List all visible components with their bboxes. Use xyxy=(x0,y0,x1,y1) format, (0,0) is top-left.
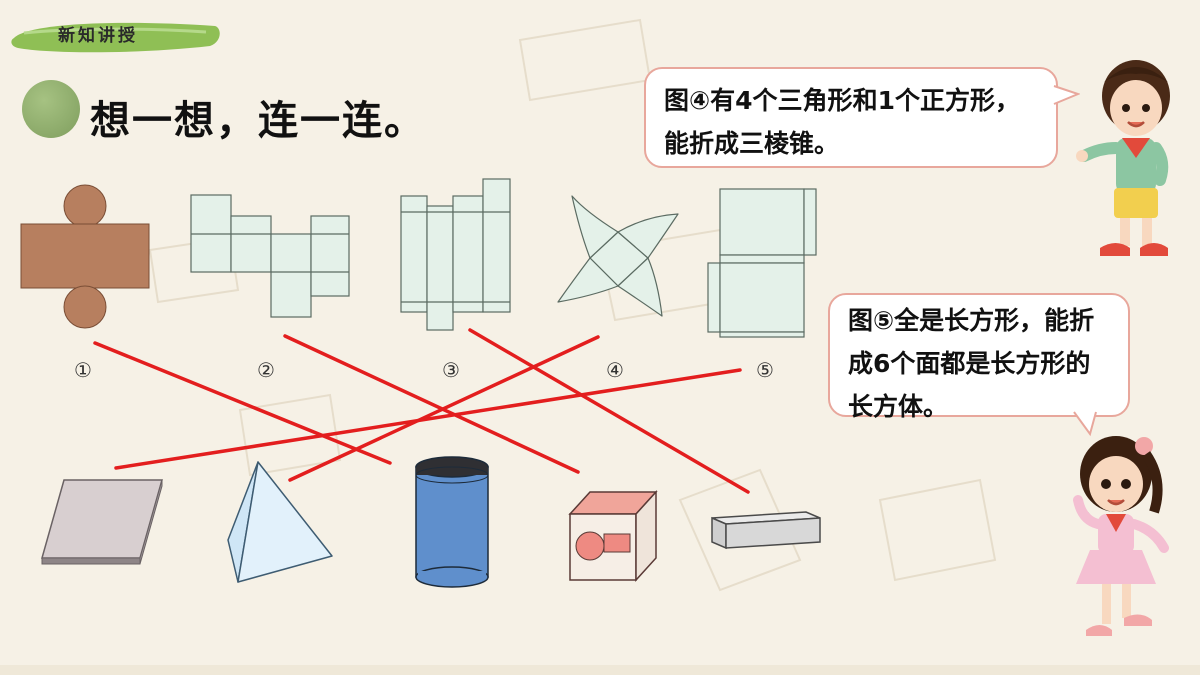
heading-bullet xyxy=(22,80,80,138)
girl-tip-text: 图⑤全是长方形，能折成6个面都是长方形的长方体。 xyxy=(848,306,1095,421)
net-label-1: ① xyxy=(74,358,92,382)
girl-bubble-tail xyxy=(1073,411,1097,437)
solid-cylinder xyxy=(415,456,489,588)
boy-bubble-tail xyxy=(1053,85,1080,105)
net-label-3: ③ xyxy=(442,358,460,382)
boy-character xyxy=(1076,60,1170,256)
net-2-cube xyxy=(190,194,350,318)
solid-long-cuboid xyxy=(711,511,821,550)
boy-speech-bubble: 图④有4个三角形和1个正方形，能折成三棱锥。 xyxy=(644,67,1058,168)
net-1-cylinder xyxy=(20,184,150,329)
net-3-cuboid xyxy=(400,178,511,331)
section-tag-brush xyxy=(11,22,220,53)
net-5-cuboid xyxy=(707,188,817,338)
solid-triangular-pyramid xyxy=(227,461,333,583)
girl-character xyxy=(1073,436,1169,636)
net-4-pyramid xyxy=(557,195,679,317)
solid-cube xyxy=(568,490,658,582)
net-label-2: ② xyxy=(257,358,275,382)
page-title: 想一想，连一连。 xyxy=(90,98,426,144)
section-tag-label: 新知讲授 xyxy=(58,26,138,46)
girl-speech-bubble: 图⑤全是长方形，能折成6个面都是长方形的长方体。 xyxy=(828,293,1130,421)
match-line-4 xyxy=(288,335,600,482)
match-line-3 xyxy=(468,328,750,494)
boy-tip-text: 图④有4个三角形和1个正方形，能折成三棱锥。 xyxy=(664,86,1020,158)
match-line-1 xyxy=(93,341,392,465)
net-label-5: ⑤ xyxy=(756,358,774,382)
match-line-2 xyxy=(283,334,580,474)
solid-thin-board xyxy=(41,479,163,565)
match-line-5 xyxy=(114,368,742,470)
net-label-4: ④ xyxy=(606,358,624,382)
